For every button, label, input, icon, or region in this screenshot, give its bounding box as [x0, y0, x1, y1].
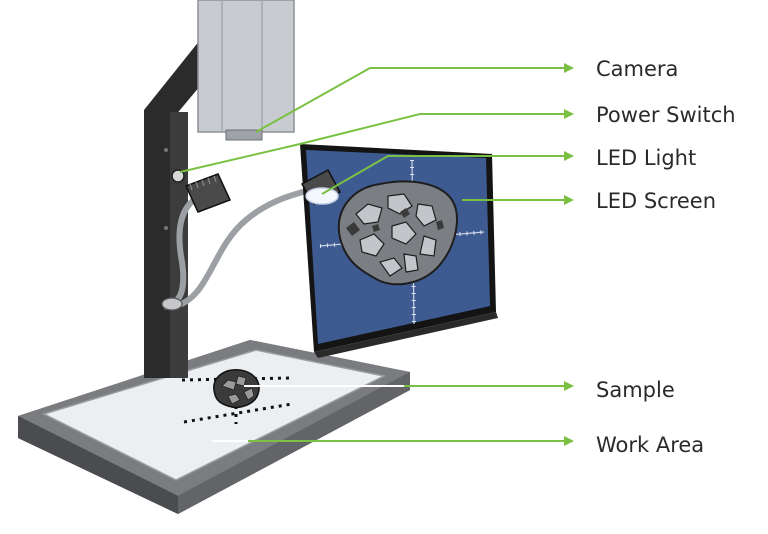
led-light-head	[300, 168, 342, 205]
gooseneck-right	[173, 185, 319, 309]
label-camera: Camera	[596, 57, 679, 81]
power-switch-leader-line	[179, 109, 574, 173]
screen-sample-image	[337, 180, 458, 286]
leader-lines	[179, 63, 574, 446]
power-switch	[171, 169, 185, 183]
camera-leader-line	[255, 63, 574, 133]
stand-column	[144, 40, 200, 378]
sample-object	[213, 369, 260, 408]
led-light-leader-line	[321, 151, 574, 195]
label-led-screen: LED Screen	[596, 189, 717, 213]
left-lamp-head	[184, 173, 232, 213]
work-crosshair	[181, 376, 293, 424]
base-platform	[18, 340, 410, 514]
label-power-switch: Power Switch	[596, 103, 736, 127]
label-led-light: LED Light	[596, 146, 697, 170]
gooseneck-left	[169, 193, 203, 307]
camera-body	[197, 0, 295, 141]
arm-joint	[161, 297, 183, 311]
label-sample: Sample	[596, 378, 675, 402]
label-work-area: Work Area	[596, 433, 705, 457]
